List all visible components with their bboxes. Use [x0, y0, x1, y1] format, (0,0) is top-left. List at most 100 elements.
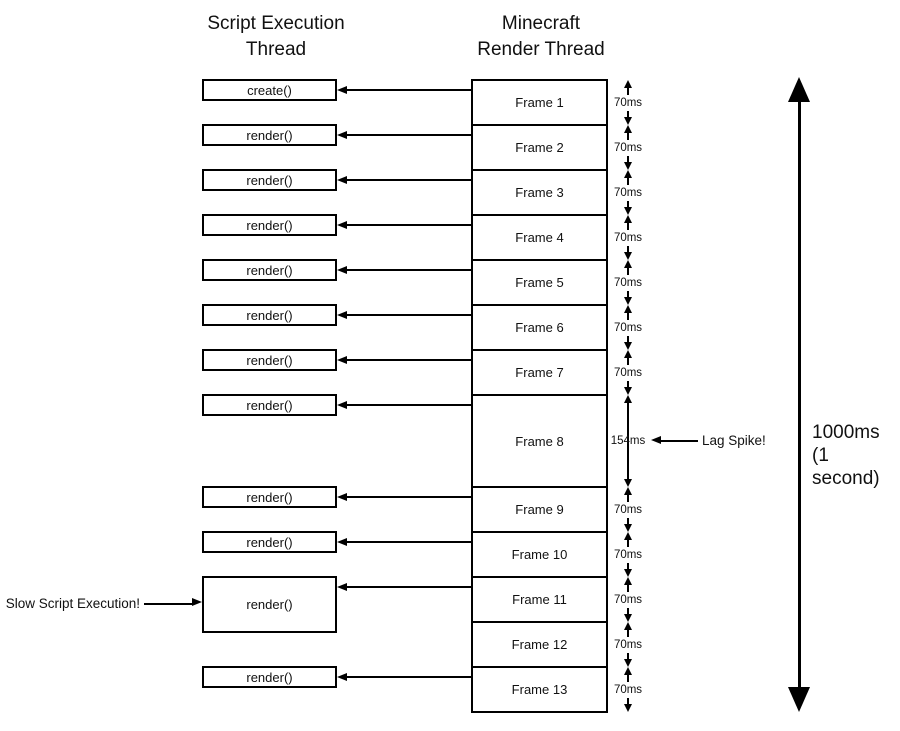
connector-arrowhead-icon — [337, 492, 347, 501]
duration-arrow-line — [627, 629, 629, 637]
duration-arrow-line — [627, 697, 629, 705]
connector-arrow — [346, 586, 472, 588]
script-call-box: render() — [202, 124, 337, 146]
lag-spike-arrow — [660, 440, 698, 442]
connector-arrow — [346, 404, 472, 406]
duration-arrow-down-icon — [623, 117, 632, 125]
lag-spike-arrowhead-icon — [651, 436, 661, 444]
script-call-box: render() — [202, 394, 337, 416]
duration-arrow-up-icon — [623, 622, 632, 630]
duration-arrow-down-icon — [623, 524, 632, 532]
duration-label: 154ms — [610, 435, 646, 447]
duration-arrow-line — [627, 155, 629, 163]
frame-label: Frame 2 — [515, 140, 564, 155]
frame-label: Frame 11 — [512, 592, 567, 607]
script-call-box: render() — [202, 214, 337, 236]
total-duration-arrow — [798, 95, 801, 697]
frame-boundary-line — [472, 169, 607, 171]
duration-label: 70ms — [613, 366, 643, 379]
render-thread-column-outline — [471, 79, 608, 713]
script-thread-header: Script Execution Thread — [207, 13, 345, 60]
connector-arrow — [346, 496, 472, 498]
connector-arrowhead-icon — [337, 220, 347, 229]
frame-boundary-line — [472, 576, 607, 578]
duration-label: 70ms — [613, 593, 643, 606]
connector-arrowhead-icon — [337, 130, 347, 139]
connector-arrow — [346, 269, 472, 271]
frame-boundary-line — [472, 486, 607, 488]
frame-label: Frame 4 — [515, 230, 564, 245]
duration-arrow-line — [627, 312, 629, 320]
frame-boundary-line — [472, 666, 607, 668]
duration-arrow-up-icon — [623, 260, 632, 268]
connector-arrow — [346, 89, 472, 91]
duration-label: 70ms — [613, 503, 643, 516]
duration-arrow-up-icon — [623, 577, 632, 585]
duration-label: 70ms — [613, 186, 643, 199]
connector-arrow — [346, 541, 472, 543]
frame-boundary-line — [472, 394, 607, 396]
duration-arrow-line — [627, 402, 629, 480]
connector-arrowhead-icon — [337, 537, 347, 546]
duration-label: 70ms — [613, 141, 643, 154]
connector-arrowhead-icon — [337, 175, 347, 184]
duration-arrow-line — [627, 87, 629, 95]
duration-arrow-line — [627, 517, 629, 525]
duration-label: 70ms — [613, 321, 643, 334]
duration-arrow-down-icon — [623, 704, 632, 712]
duration-arrow-down-icon — [623, 614, 632, 622]
duration-arrow-up-icon — [623, 125, 632, 133]
duration-arrow-down-icon — [623, 569, 632, 577]
duration-arrow-line — [627, 494, 629, 502]
duration-arrow-line — [627, 674, 629, 682]
duration-arrow-up-icon — [623, 80, 632, 88]
duration-arrow-line — [627, 607, 629, 615]
duration-arrow-down-icon — [623, 252, 632, 260]
script-call-box: render() — [202, 349, 337, 371]
script-call-box: render() — [202, 666, 337, 688]
duration-arrow-line — [627, 584, 629, 592]
slow-script-arrow — [144, 603, 194, 605]
frame-label: Frame 13 — [511, 682, 568, 697]
slow-script-label: Slow Script Execution! — [5, 596, 140, 611]
connector-arrowhead-icon — [337, 355, 347, 364]
duration-arrow-line — [627, 380, 629, 388]
frame-label: Frame 1 — [515, 95, 564, 110]
duration-arrow-line — [627, 200, 629, 208]
duration-arrow-up-icon — [623, 532, 632, 540]
connector-arrow — [346, 134, 472, 136]
frame-boundary-line — [472, 304, 607, 306]
duration-arrow-down-icon — [623, 162, 632, 170]
duration-arrow-line — [627, 562, 629, 570]
duration-label: 70ms — [613, 548, 643, 561]
total-duration-label: 1000ms (1 second) — [812, 421, 900, 490]
slow-script-arrowhead-icon — [192, 598, 202, 606]
frame-label: Frame 8 — [515, 433, 564, 449]
connector-arrow — [346, 224, 472, 226]
script-call-box: create() — [202, 79, 337, 101]
total-duration-sub: (1 second) — [812, 445, 880, 489]
duration-arrow-down-icon — [623, 659, 632, 667]
frame-label: Frame 6 — [515, 320, 564, 335]
connector-arrow — [346, 359, 472, 361]
frame-boundary-line — [472, 531, 607, 533]
frame-boundary-line — [472, 259, 607, 261]
connector-arrow — [346, 314, 472, 316]
lag-spike-label: Lag Spike! — [702, 433, 766, 448]
duration-arrow-line — [627, 267, 629, 275]
duration-label: 70ms — [613, 231, 643, 244]
connector-arrowhead-icon — [337, 265, 347, 274]
duration-arrow-line — [627, 539, 629, 547]
duration-arrow-line — [627, 245, 629, 253]
duration-label: 70ms — [613, 96, 643, 109]
frame-label: Frame 9 — [515, 502, 564, 517]
frame-label: Frame 10 — [511, 547, 568, 562]
duration-arrow-line — [627, 290, 629, 298]
frame-label: Frame 7 — [515, 365, 564, 380]
duration-arrow-down-icon — [623, 387, 632, 395]
frame-label: Frame 12 — [511, 637, 568, 652]
duration-arrow-up-icon — [623, 667, 632, 675]
duration-arrow-up-icon — [623, 170, 632, 178]
duration-arrow-line — [627, 652, 629, 660]
duration-arrow-line — [627, 132, 629, 140]
